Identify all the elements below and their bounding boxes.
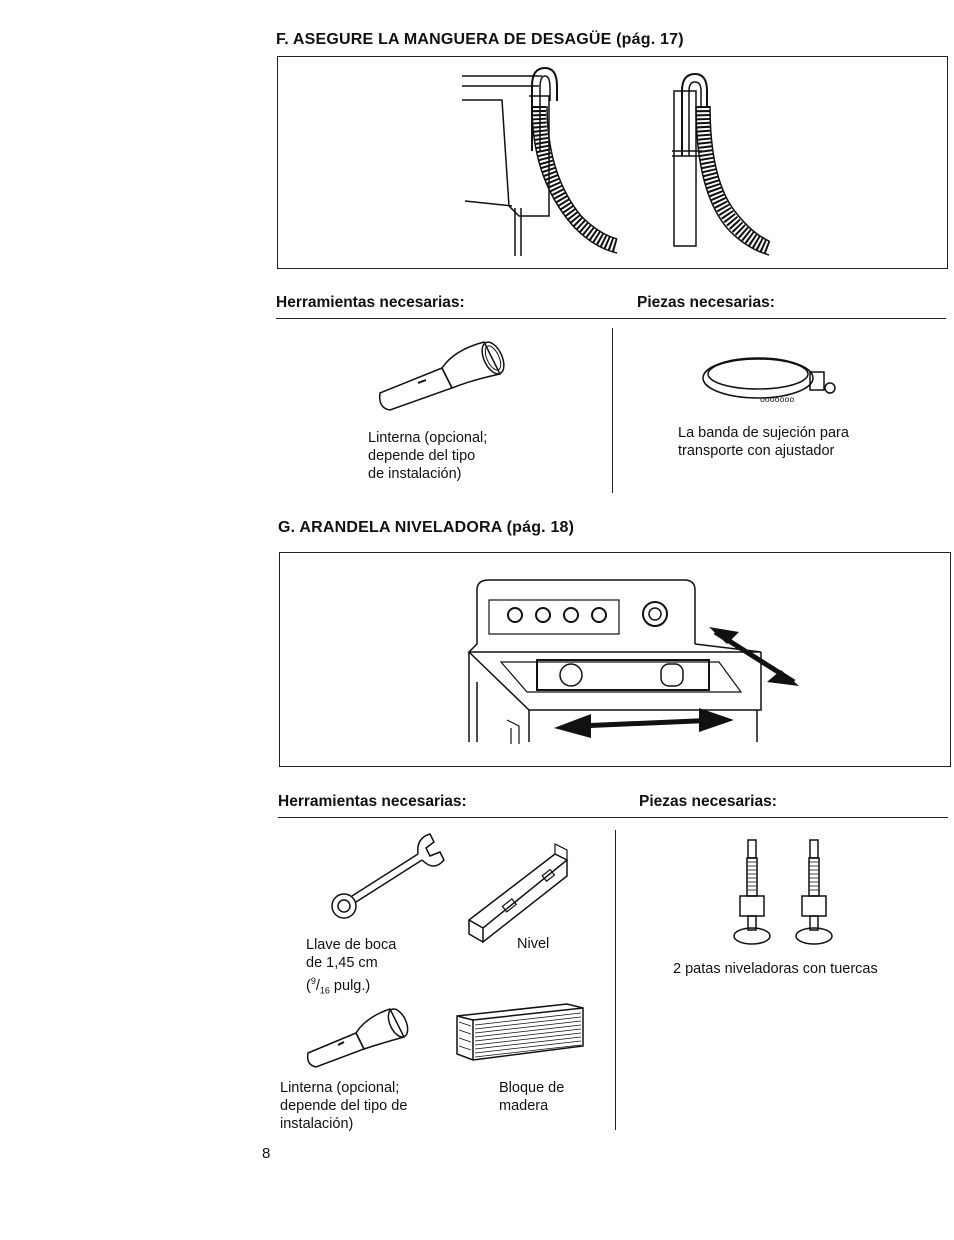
section-f-header-rule <box>276 318 946 319</box>
hose-clamp-icon: ooooooo <box>702 357 836 404</box>
wrench-caption: Llave de boca de 1,45 cm (9/16 pulg.) <box>306 936 446 1000</box>
flashlight-icon-2 <box>306 1008 409 1068</box>
hose-illustration-frame <box>277 56 948 269</box>
level-caption: Nivel <box>517 936 550 952</box>
section-g-flashlight-caption: Linterna (opcional; depende del tipo de … <box>280 1080 408 1132</box>
svg-text:ooooooo: ooooooo <box>760 395 794 404</box>
wood-block-icon <box>456 1003 584 1061</box>
wood-block-caption: Bloque de madera <box>499 1080 565 1114</box>
wrench-caption-line-3: (9/16 pulg.) <box>306 976 371 996</box>
section-f-title: F. ASEGURE LA MANGUERA DE DESAGÜE (pág. … <box>276 31 684 48</box>
leveling-feet-caption: 2 patas niveladoras con tuercas <box>673 961 878 977</box>
section-g-parts-header: Piezas necesarias: <box>639 793 777 810</box>
washer-illustration-frame <box>279 552 951 767</box>
fraction-unit: pulg.) <box>329 977 371 994</box>
page-number: 8 <box>262 1145 271 1162</box>
section-f-tools-header: Herramientas necesarias: <box>276 294 465 311</box>
fraction-numerator: 9 <box>310 976 316 986</box>
flashlight-icon <box>378 341 505 411</box>
section-g-column-divider <box>615 830 616 1130</box>
section-g-header-rule <box>278 817 948 818</box>
section-f-flashlight-caption: Linterna (opcional; depende del tipo de … <box>368 430 488 482</box>
fraction-denominator: 16 <box>319 985 330 996</box>
drain-hose-illustration <box>462 66 772 256</box>
leveling-feet-icon <box>733 839 833 945</box>
wrench-caption-line-1: Llave de boca <box>306 937 397 953</box>
section-f-column-divider <box>612 328 613 493</box>
section-f-parts-header: Piezas necesarias: <box>637 294 775 311</box>
spirit-level-icon <box>467 843 569 944</box>
washer-leveling-illustration <box>467 579 799 744</box>
section-g-title: G. ARANDELA NIVELADORA (pág. 18) <box>278 519 575 536</box>
wrench-caption-line-2: de 1,45 cm <box>306 955 378 971</box>
wrench-icon <box>331 833 445 919</box>
section-f-clamp-caption: La banda de sujeción para transporte con… <box>678 425 849 459</box>
section-g-tools-header: Herramientas necesarias: <box>278 793 467 810</box>
